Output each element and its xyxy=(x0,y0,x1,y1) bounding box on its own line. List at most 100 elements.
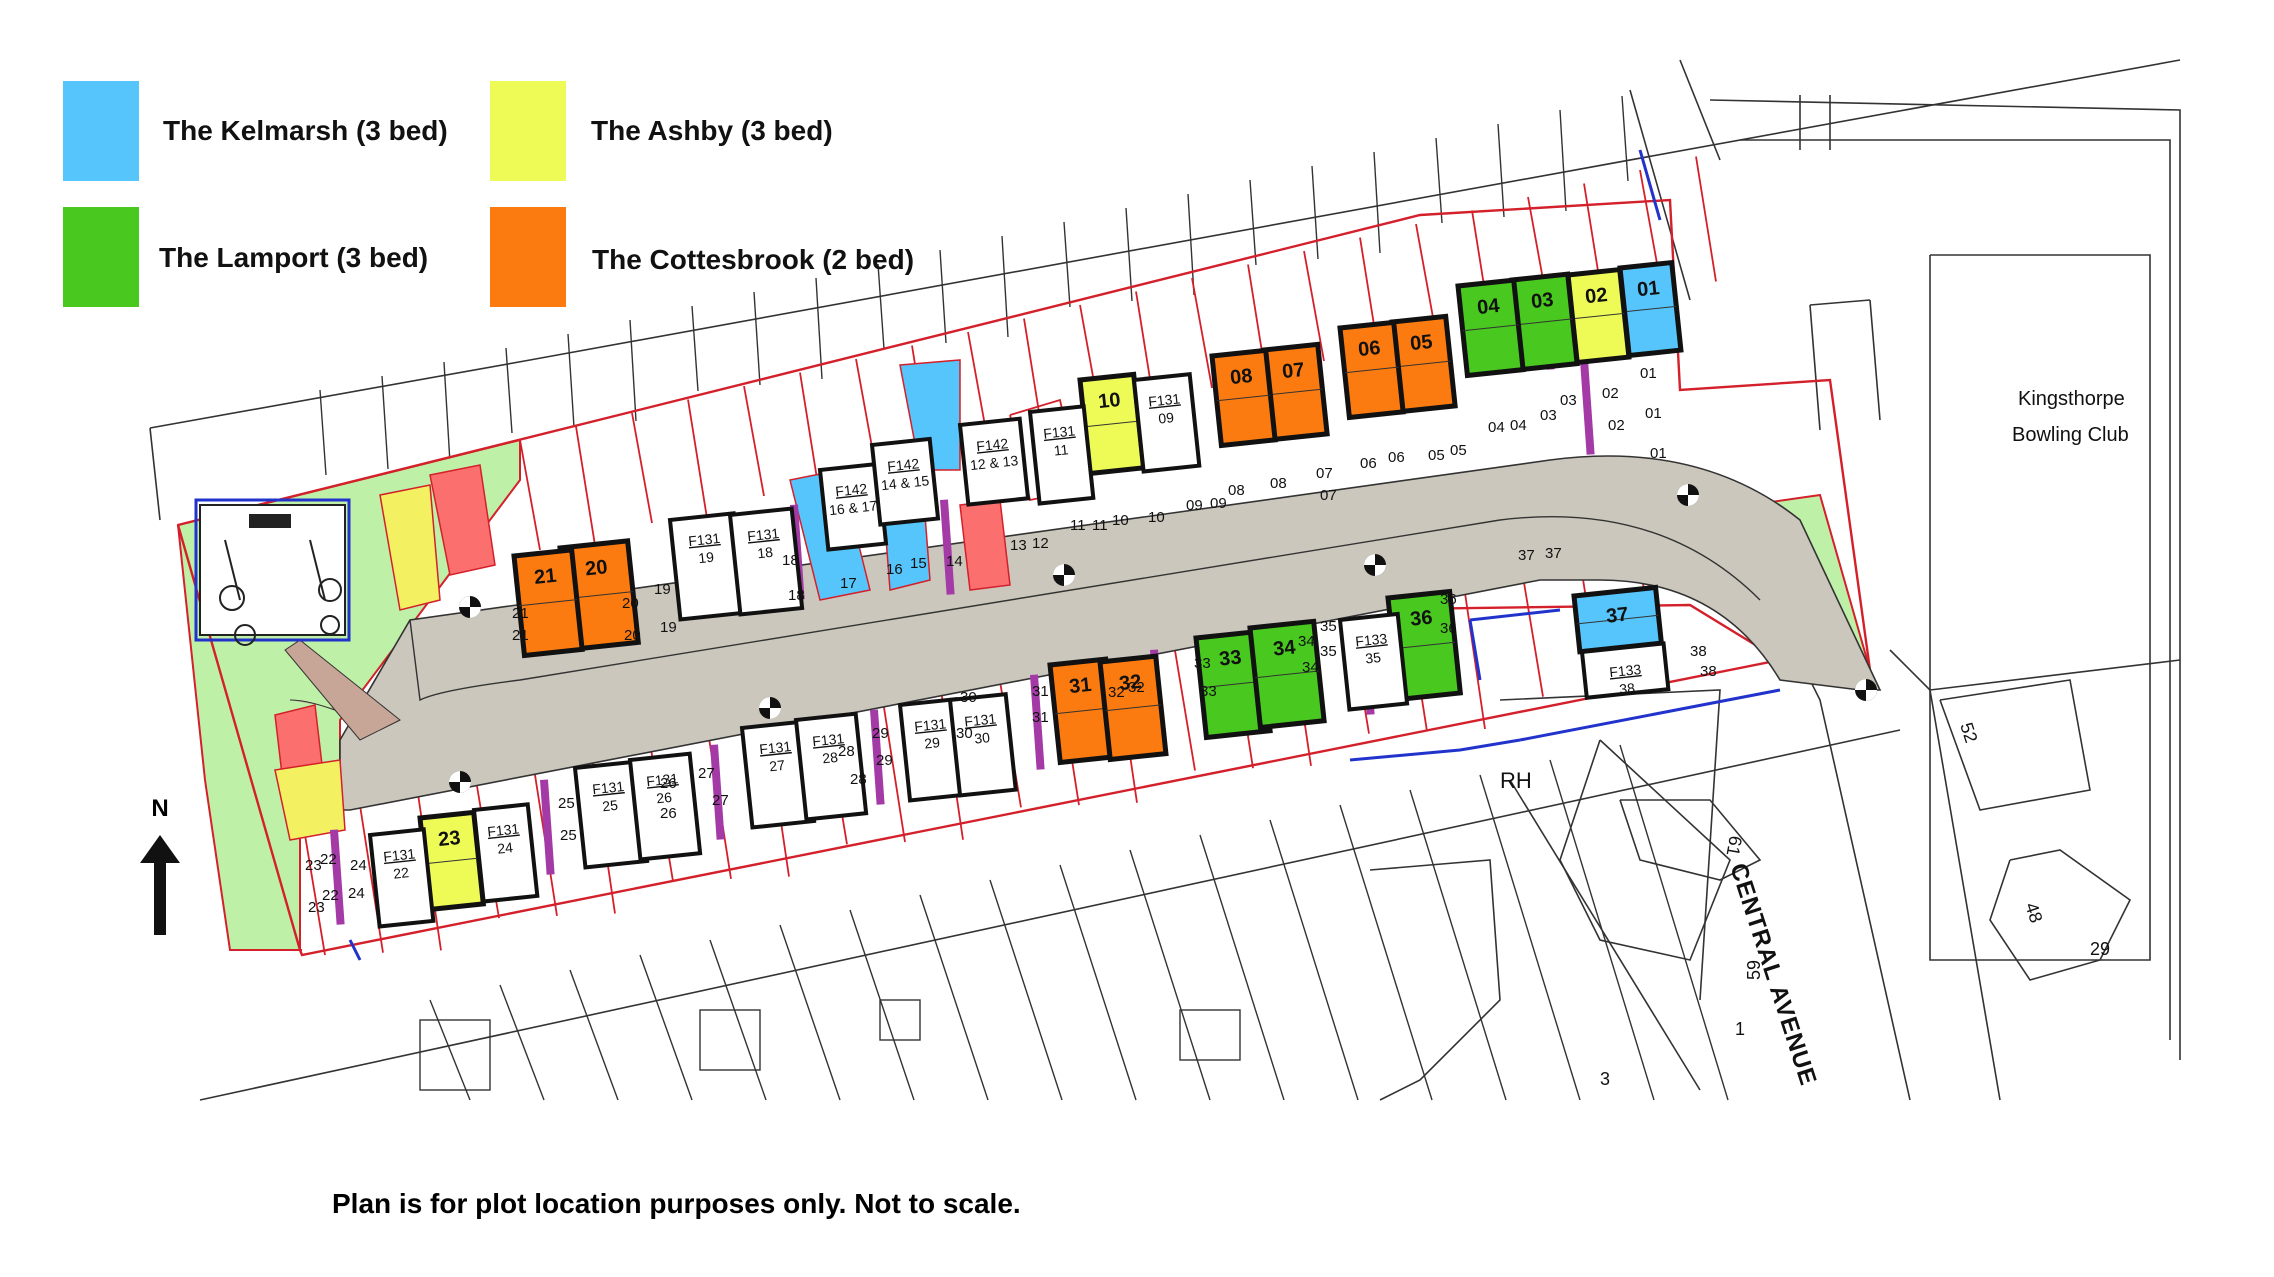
house-plot-32: 32 xyxy=(1097,653,1169,763)
plot-number-label: 36 xyxy=(1409,607,1433,631)
plot-number-label: 37 xyxy=(1605,603,1629,627)
flat-block-code: F131 xyxy=(646,770,680,789)
house-plot-07: 07 xyxy=(1261,341,1330,443)
legend-label-cottesbrook: The Cottesbrook (2 bed) xyxy=(592,244,915,275)
parking-label: 02 xyxy=(1602,385,1619,402)
parking-label: 38 xyxy=(1690,643,1707,660)
north-label: N xyxy=(151,795,169,822)
flat-block-code: F131 xyxy=(747,525,781,544)
parking-label: 23 xyxy=(308,899,325,916)
parking-label: 27 xyxy=(698,765,715,782)
parking-label: 33 xyxy=(1200,683,1217,700)
legend-swatch-lamport xyxy=(63,207,139,307)
context-lines xyxy=(149,59,2181,1101)
house-plot-21: 21 xyxy=(511,547,585,659)
legend-swatch-kelmarsh xyxy=(63,81,139,181)
parking-label: 09 xyxy=(1186,497,1203,514)
flat-block-plots: 30 xyxy=(974,729,991,747)
parking-label: 34 xyxy=(1302,659,1319,676)
parking-label: 26 xyxy=(660,775,677,792)
parking-label: 27 xyxy=(712,792,729,809)
parking-label: 37 xyxy=(1545,545,1562,562)
parking-label: 06 xyxy=(1388,449,1405,466)
flat-block-code: F142 xyxy=(887,455,921,474)
parking-label: 31 xyxy=(1032,709,1049,726)
manhole-icon xyxy=(1677,484,1699,506)
plot-number-label: 02 xyxy=(1584,284,1608,308)
parking-label: 34 xyxy=(1298,633,1315,650)
parking-label: 36 xyxy=(1440,620,1457,637)
house-plot-34: 34 xyxy=(1247,618,1327,731)
flat-block-code: F133 xyxy=(1608,661,1642,680)
parking-label: 07 xyxy=(1320,487,1337,504)
legend-label-lamport: The Lamport (3 bed) xyxy=(159,242,429,273)
parking-label: 18 xyxy=(782,552,799,569)
flat-block-code: F131 xyxy=(1043,422,1077,441)
flat-block-code: F142 xyxy=(976,435,1010,454)
parking-label: 16 xyxy=(886,561,903,578)
flat-block-code: F131 xyxy=(964,710,998,729)
plot-number-label: 06 xyxy=(1357,337,1381,361)
flat-block-code: F131 xyxy=(688,530,722,549)
parking-label: 33 xyxy=(1194,655,1211,672)
plot-number-label: 21 xyxy=(533,565,557,589)
parking-label: 24 xyxy=(350,857,367,874)
flat-block-plots: 25 xyxy=(602,797,619,815)
parking-label: 28 xyxy=(850,771,867,788)
flat-block-plots: 38 xyxy=(1618,680,1635,698)
parking-label: 14 xyxy=(946,553,963,570)
parking-label: 05 xyxy=(1428,447,1445,464)
parking-label: 20 xyxy=(624,627,641,644)
house-number-label: 29 xyxy=(2090,939,2110,959)
parking-label: 36 xyxy=(1440,591,1457,608)
house-plot-03: 03 xyxy=(1509,271,1580,373)
flat-block-plots: 35 xyxy=(1365,649,1382,667)
house-number-label: 3 xyxy=(1600,1069,1610,1089)
legend-swatch-ashby xyxy=(490,81,566,181)
parking-label: 24 xyxy=(348,885,365,902)
parking-label: 08 xyxy=(1270,475,1287,492)
house-number-label: 52 xyxy=(1956,720,1981,745)
manhole-icon xyxy=(449,771,471,793)
plot-number-label: 08 xyxy=(1229,365,1253,389)
house-number-label: 61 xyxy=(1723,834,1746,857)
parking-label: 04 xyxy=(1510,417,1527,434)
parking-label: 11 xyxy=(1092,517,1108,534)
flat-block-code: F142 xyxy=(835,480,869,499)
flat-block-code: F131 xyxy=(1148,390,1182,409)
flat-block-plots: 12 & 13 xyxy=(969,452,1019,473)
parking-label: 26 xyxy=(660,805,677,822)
parking-label: 10 xyxy=(1148,509,1165,526)
plot-number-label: 04 xyxy=(1476,295,1501,319)
parking-label: 30 xyxy=(956,725,973,742)
parking-label: 22 xyxy=(322,887,339,904)
manhole-icon xyxy=(1364,554,1386,576)
flat-block-plots: 28 xyxy=(822,749,839,767)
parking-label: 20 xyxy=(622,595,639,612)
plot-number-label: 05 xyxy=(1409,331,1433,355)
flat-block-code: F131 xyxy=(914,715,948,734)
pumping-station xyxy=(194,498,351,646)
parking-label: 11 xyxy=(1070,517,1086,534)
parking-label: 23 xyxy=(305,857,322,874)
bowling-club-label-line1: Kingsthorpe xyxy=(2018,388,2125,410)
north-arrow: N xyxy=(140,795,180,935)
house-plot-08: 08 xyxy=(1209,347,1278,449)
flat-block-plots: 26 xyxy=(656,789,673,807)
parking-label: 18 xyxy=(788,587,805,604)
parking-label: 31 xyxy=(1032,683,1049,700)
parking-label: 21 xyxy=(512,627,529,644)
manholes xyxy=(449,484,1877,793)
parking-label: 32 xyxy=(1128,679,1145,696)
flat-block-plots: 27 xyxy=(769,757,786,775)
parking-label: 01 xyxy=(1645,405,1662,422)
